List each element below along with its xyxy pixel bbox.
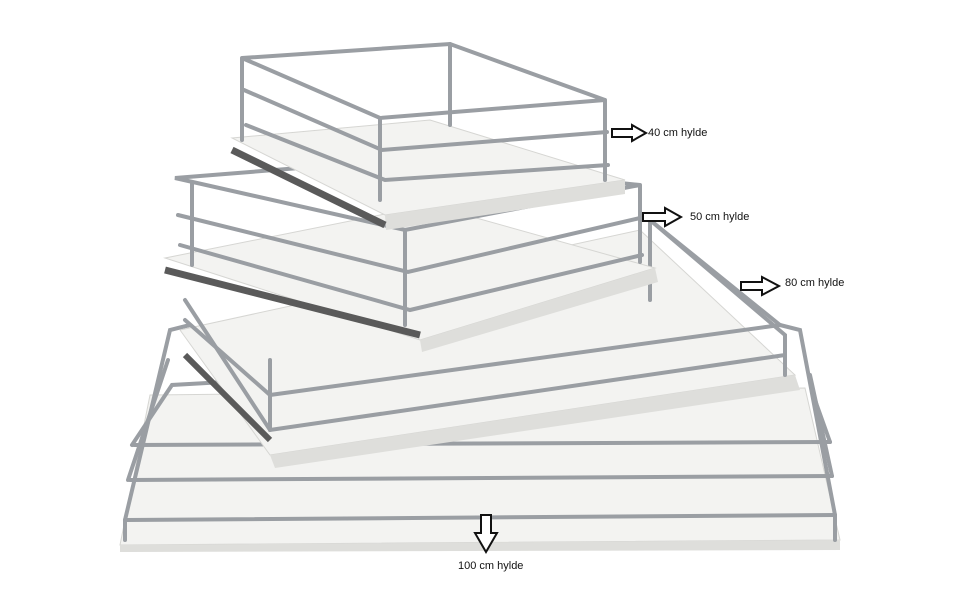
- label-50cm: 50 cm hylde: [690, 211, 750, 223]
- arrow-40-icon: [611, 123, 649, 143]
- shelf-80-slide-rail: [182, 352, 273, 443]
- arrow-50-icon: [642, 206, 684, 228]
- shelf-100-board-edge: [120, 540, 840, 552]
- shelf-80-board-edge: [270, 375, 800, 468]
- shelf-40cm: [230, 41, 626, 230]
- shelf-40-board-edge: [385, 180, 625, 230]
- shelf-80-wire-rails: [183, 218, 787, 433]
- label-80cm: 80 cm hylde: [785, 277, 845, 289]
- label-100cm: 100 cm hylde: [458, 560, 524, 572]
- label-40cm: 40 cm hylde: [648, 127, 708, 139]
- shelf-50cm: [163, 157, 658, 352]
- shelf-40-slide-rail: [230, 146, 387, 229]
- shelf-50-slide-rail: [164, 266, 421, 339]
- shelf-100-wire-rails: [123, 323, 837, 542]
- arrow-80-icon: [740, 275, 782, 297]
- shelf-40-wire-rails: [240, 41, 610, 202]
- arrow-100-icon: [473, 514, 499, 554]
- shelf-50-board-edge: [420, 268, 658, 352]
